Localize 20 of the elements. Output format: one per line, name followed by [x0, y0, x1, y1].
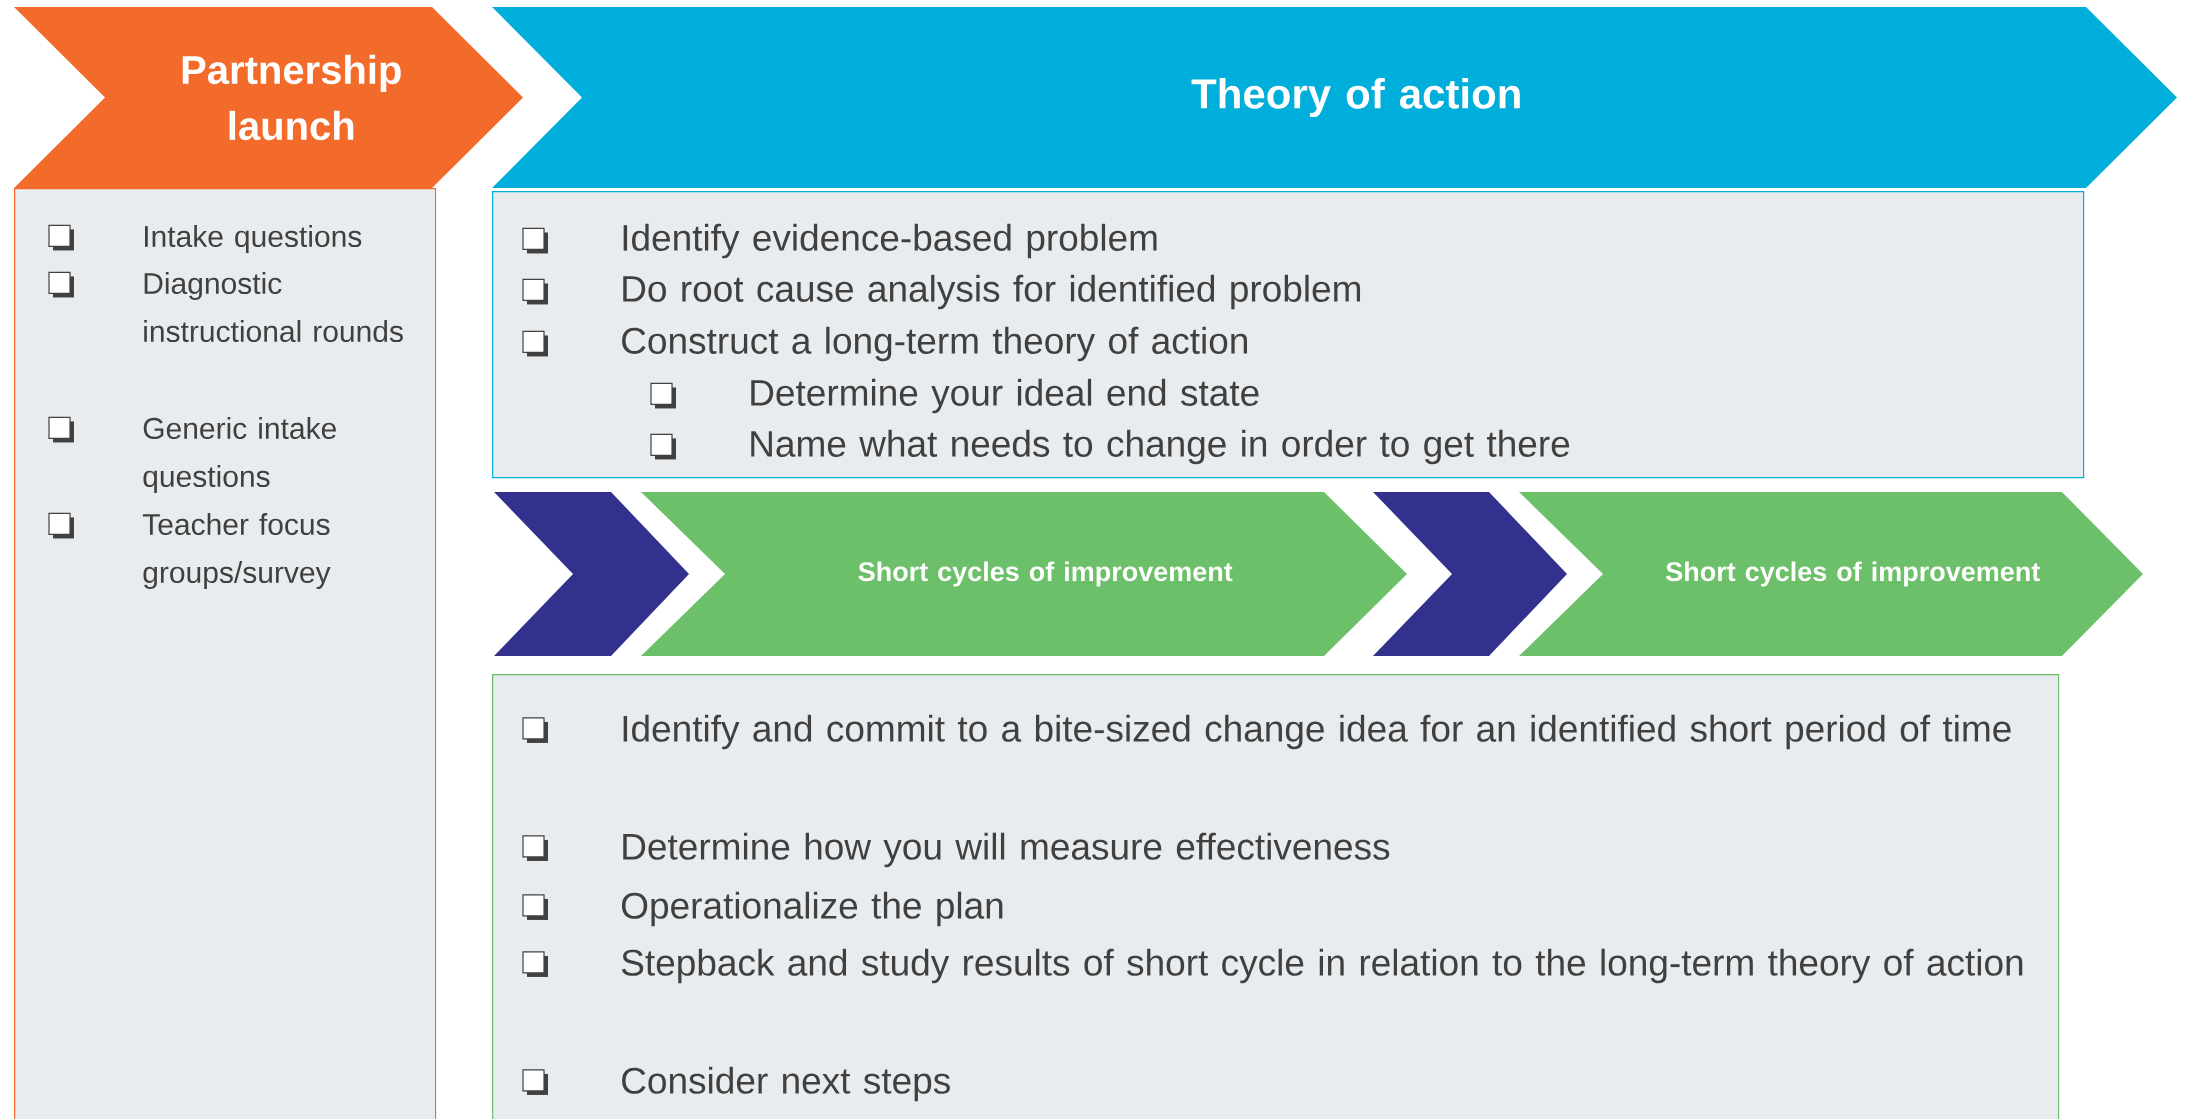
checklist-item: Identify evidence-based problem — [623, 223, 1157, 259]
checklist-item: Stepback and study results of short cycle in relation to the long-term theory of action — [621, 948, 2023, 984]
chevron-arrow — [494, 492, 689, 656]
checklist-item: Construct a long-term theory of action — [622, 326, 1247, 362]
checklist-item: Operationalize the plan — [621, 891, 1003, 927]
checklist-item: Identify and commit to a bite-sized change idea for an identified short period of time — [623, 714, 2011, 750]
checklist-item: Generic intake questions — [143, 417, 336, 494]
checklist-item: Name what needs to change in order to get there — [751, 429, 1570, 465]
checklist-item: Do root cause analysis for identified problem — [623, 274, 1361, 310]
chevron-arrow — [1373, 492, 1567, 656]
chevron-banner: Theory of action — [492, 7, 2177, 188]
checklist-item: Diagnostic instructional rounds — [144, 272, 403, 343]
checklist-item: Teacher focus groups/survey — [142, 513, 331, 590]
chevron-banner: Short cycles of improvement — [641, 492, 1407, 656]
checklist-item: Intake questions — [145, 225, 362, 254]
chevron-banner: Partnership launch — [14, 7, 523, 188]
checklist-item: Determine your ideal end state — [751, 378, 1259, 414]
checklist-item: Consider next steps — [622, 1066, 950, 1102]
chevron-banner: Short cycles of improvement — [1519, 492, 2143, 656]
checklist-item: Determine how you will measure effectiveness — [623, 832, 1390, 868]
